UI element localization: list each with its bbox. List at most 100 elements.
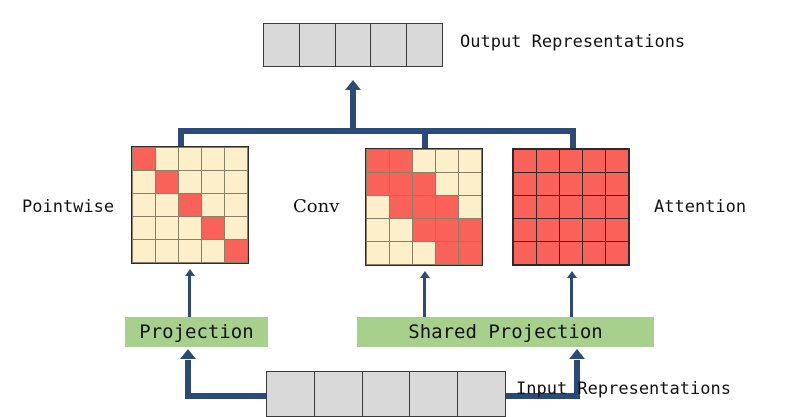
matrix-cell [133, 217, 155, 239]
matrix-cell [459, 196, 481, 218]
wire-merge-bus [178, 128, 576, 134]
token-cell [314, 372, 363, 416]
arrow-shared-projection-to-conv [420, 271, 430, 278]
matrix-cell [179, 217, 201, 239]
matrix-cell [583, 219, 605, 241]
matrix-cell [225, 240, 247, 262]
matrix-cell [156, 217, 178, 239]
matrix-cell [202, 171, 224, 193]
matrix-cell [367, 196, 389, 218]
wire-bus-drop-attention [570, 128, 576, 152]
matrix-cell [514, 196, 536, 218]
matrix-cell [202, 217, 224, 239]
matrix-cell [179, 240, 201, 262]
token-cell [335, 24, 372, 66]
matrix-cell [202, 240, 224, 262]
matrix-cell [537, 219, 559, 241]
matrix-cell [390, 196, 412, 218]
wire-shared-projection-to-attention [570, 278, 573, 318]
matrix-attention [512, 148, 630, 266]
matrix-cell [156, 171, 178, 193]
matrix-cell [202, 194, 224, 216]
matrix-cell [514, 219, 536, 241]
matrix-cell [413, 242, 435, 264]
projection-box[interactable]: Projection [125, 317, 268, 347]
matrix-cell [367, 150, 389, 172]
matrix-cell [514, 150, 536, 172]
matrix-label-pointwise: Pointwise [22, 197, 115, 217]
matrix-cell [606, 196, 628, 218]
wire-bus-drop-pointwise [178, 128, 184, 152]
arrow-input-to-projection [180, 349, 196, 359]
shared-projection-box[interactable]: Shared Projection [357, 317, 654, 347]
matrix-label-attention: Attention [654, 197, 747, 217]
matrix-cell [583, 173, 605, 195]
matrix-pointwise [131, 146, 249, 264]
token-cell [299, 24, 336, 66]
matrix-cell [606, 219, 628, 241]
token-cell [407, 24, 442, 66]
matrix-cell [459, 173, 481, 195]
matrix-cell [514, 173, 536, 195]
matrix-cell [413, 173, 435, 195]
wire-input-to-projection-vertical [185, 360, 191, 396]
matrix-cell [606, 173, 628, 195]
matrix-cell [459, 219, 481, 241]
matrix-cell [436, 173, 458, 195]
matrix-cell [583, 242, 605, 264]
output-representations-row [263, 23, 443, 67]
matrix-cell [133, 148, 155, 170]
matrix-cell [560, 242, 582, 264]
matrix-cell [225, 171, 247, 193]
matrix-cell [560, 150, 582, 172]
matrix-cell [156, 194, 178, 216]
matrix-cell [179, 171, 201, 193]
matrix-cell [436, 196, 458, 218]
matrix-cell [413, 219, 435, 241]
matrix-cell [413, 150, 435, 172]
token-cell [362, 372, 411, 416]
matrix-cell [225, 148, 247, 170]
matrix-cell [225, 194, 247, 216]
arrow-projection-to-pointwise [185, 269, 195, 276]
output-representations-label: Output Representations [460, 32, 686, 52]
matrix-cell [514, 242, 536, 264]
arrow-input-to-shared-projection [569, 349, 585, 359]
matrix-cell [583, 150, 605, 172]
matrix-cell [367, 173, 389, 195]
matrix-cell [413, 196, 435, 218]
matrix-cell [560, 219, 582, 241]
wire-input-to-shared-projection-vertical [574, 360, 580, 396]
matrix-label-conv: Conv [293, 196, 340, 217]
arrow-shared-projection-to-attention [567, 271, 577, 278]
matrix-cell [436, 242, 458, 264]
matrix-cell [436, 150, 458, 172]
matrix-cell [156, 148, 178, 170]
matrix-cell [202, 148, 224, 170]
matrix-cell [537, 173, 559, 195]
matrix-cell [560, 196, 582, 218]
matrix-cell [390, 219, 412, 241]
matrix-cell [537, 242, 559, 264]
wire-shared-projection-to-conv [423, 278, 426, 318]
arrow-bus-to-output [345, 80, 361, 90]
matrix-cell [367, 242, 389, 264]
matrix-cell [367, 219, 389, 241]
wire-bus-drop-conv [422, 128, 428, 152]
token-cell [371, 24, 408, 66]
wire-input-to-shared-projection-horizontal [500, 393, 580, 399]
matrix-cell [133, 240, 155, 262]
wire-projection-to-pointwise [188, 276, 191, 318]
input-representations-row [266, 371, 506, 417]
matrix-conv [365, 148, 483, 266]
matrix-cell [179, 194, 201, 216]
matrix-cell [459, 242, 481, 264]
matrix-cell [459, 150, 481, 172]
matrix-cell [537, 196, 559, 218]
matrix-cell [606, 242, 628, 264]
token-cell [410, 372, 459, 416]
matrix-cell [606, 150, 628, 172]
token-cell [458, 372, 505, 416]
matrix-cell [133, 194, 155, 216]
matrix-cell [225, 217, 247, 239]
